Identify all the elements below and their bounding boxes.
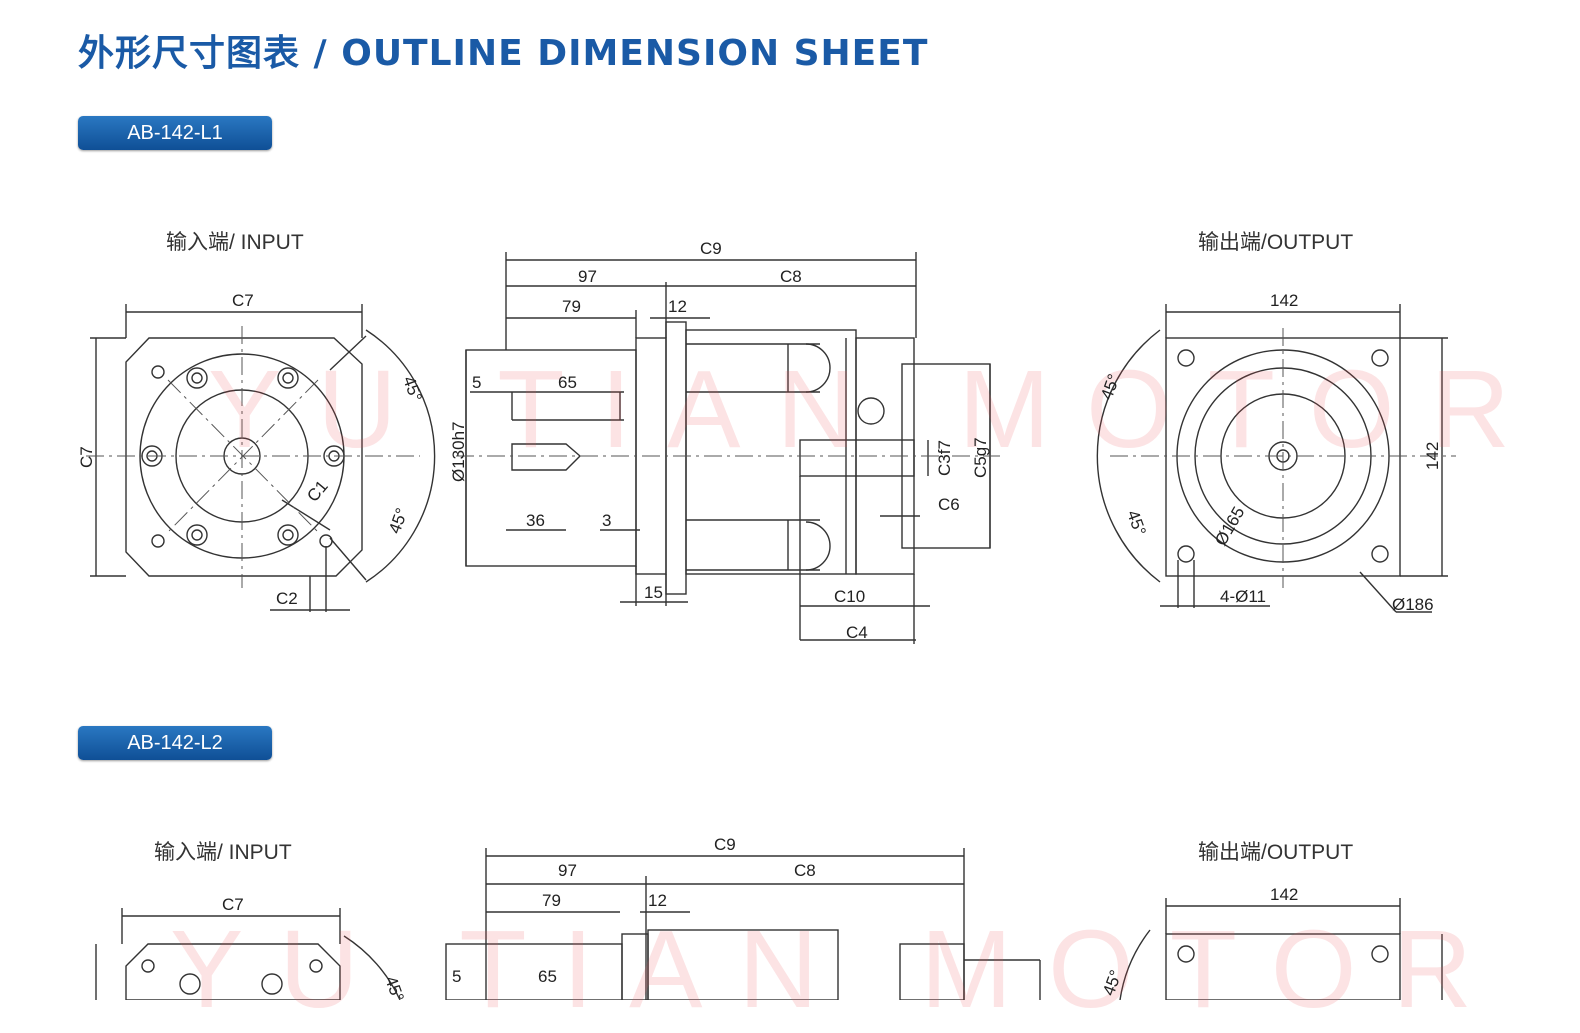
page-title: 外形尺寸图表 / OUTLINE DIMENSION SHEET: [78, 33, 929, 74]
dim-79: 79: [562, 297, 581, 316]
dim-c7: C7: [232, 291, 254, 310]
dim-12: 12: [648, 891, 667, 910]
dim-65: 65: [538, 967, 557, 986]
dim-97: 97: [578, 267, 597, 286]
dim-142-side: 142: [1423, 441, 1442, 470]
dim-holes: 4-Ø11: [1220, 587, 1266, 606]
dim-142: 142: [1270, 291, 1299, 310]
dim-c9: C9: [700, 239, 722, 258]
output-flange-drawing-2: [1119, 898, 1443, 1000]
dim-79: 79: [542, 891, 561, 910]
dim-c10: C10: [834, 587, 866, 606]
side-view-drawing: [465, 252, 991, 644]
watermark: YU TIAN MOTOR: [170, 908, 1508, 1031]
dim-c2: C2: [276, 589, 298, 608]
dim-15: 15: [644, 583, 663, 602]
dim-c7: C7: [222, 895, 244, 914]
input-view-label: 输入端/ INPUT: [154, 841, 292, 864]
dim-c7-side: C7: [77, 446, 96, 468]
dim-c5: C5g7: [971, 437, 990, 478]
input-view-label: 输入端/ INPUT: [166, 231, 304, 254]
dim-36: 36: [526, 511, 545, 530]
dim-c4: C4: [846, 623, 868, 642]
side-view-drawing-2: [445, 848, 1041, 1000]
dim-12: 12: [668, 297, 687, 316]
dim-c9: C9: [714, 835, 736, 854]
dim-c8: C8: [794, 861, 816, 880]
technical-drawing: [86, 252, 1456, 1000]
dim-97: 97: [558, 861, 577, 880]
dim-5: 5: [452, 967, 462, 986]
dim-142: 142: [1270, 885, 1299, 904]
dim-5: 5: [472, 373, 482, 392]
output-view-label: 输出端/OUTPUT: [1198, 231, 1354, 254]
dim-d186: Ø186: [1392, 595, 1434, 614]
model-badge: AB-142-L1: [78, 116, 272, 150]
dim-c3: C3f7: [935, 440, 954, 476]
input-flange-drawing-2: [95, 908, 401, 1000]
dim-c6: C6: [938, 495, 960, 514]
dim-3: 3: [602, 511, 612, 530]
model-badge: AB-142-L2: [78, 726, 272, 760]
dim-65: 65: [558, 373, 577, 392]
watermark: YU TIAN MOTOR: [208, 348, 1546, 471]
dim-d130: Ø130h7: [449, 421, 468, 483]
dim-c8: C8: [780, 267, 802, 286]
output-view-label: 输出端/OUTPUT: [1198, 841, 1354, 864]
